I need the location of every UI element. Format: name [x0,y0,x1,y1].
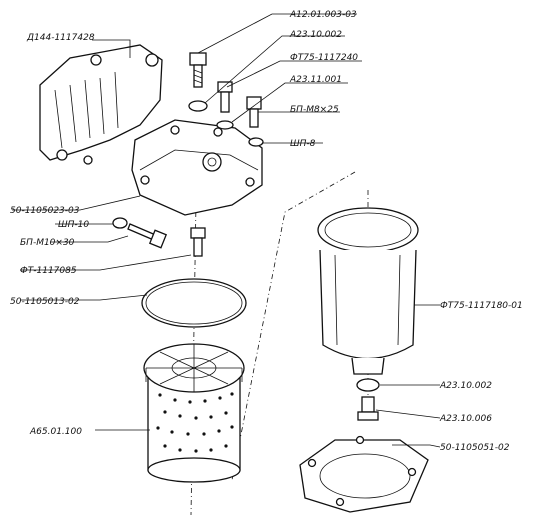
nipple-part [190,227,206,257]
label-bracket: Д144-1117428 [26,33,95,43]
washer-a23-001-part [216,120,234,130]
label-plug: А23.10.006 [439,414,492,424]
filter-housing-part [317,207,419,375]
gasket-part [141,278,247,328]
label-bolt-m10: БП-М10×30 [20,238,75,248]
connector-dash-line [231,171,356,481]
washer-shp10-part [112,217,128,229]
label-washer-shp8: ШП-8 [290,139,316,149]
label-washer-a23-002-bottom: А23.10.002 [439,381,492,391]
label-bolt-m8: БП-М8×25 [290,105,339,115]
label-flange: 50-1105051-02 [440,443,510,453]
label-washer-a23-002-top: А23.10.002 [289,30,342,40]
filter-element-part [143,343,245,483]
bolt-ft75-part [217,81,233,113]
label-gasket: 50-1105013-02 [10,297,80,307]
label-bolt-a12: А12.01.003-03 [289,10,357,20]
washer-a23-002-bottom-part [356,378,380,392]
label-element: А65.01.100 [29,427,82,437]
label-washer-shp10: ШП-10 [58,220,89,230]
label-housing: ФТ75-1117180-01 [440,301,523,311]
filter-cover-part [131,119,263,216]
label-cover: 50-1105023-03 [10,206,80,216]
bolt-m8-part [246,96,262,128]
label-nipple: ФТ-1117085 [20,266,77,276]
label-washer-a23-001: А23.11.001 [289,75,342,85]
flange-part [299,435,429,513]
bolt-a12-part [189,52,207,88]
label-bolt-ft75: ФТ75-1117240 [290,53,358,63]
bracket-part [39,44,163,165]
plug-part [357,396,379,421]
washer-a23-002-top-part [188,100,208,112]
washer-shp8-part [248,137,264,147]
leader-lines [12,13,441,448]
bolt-m10-part [127,223,168,249]
